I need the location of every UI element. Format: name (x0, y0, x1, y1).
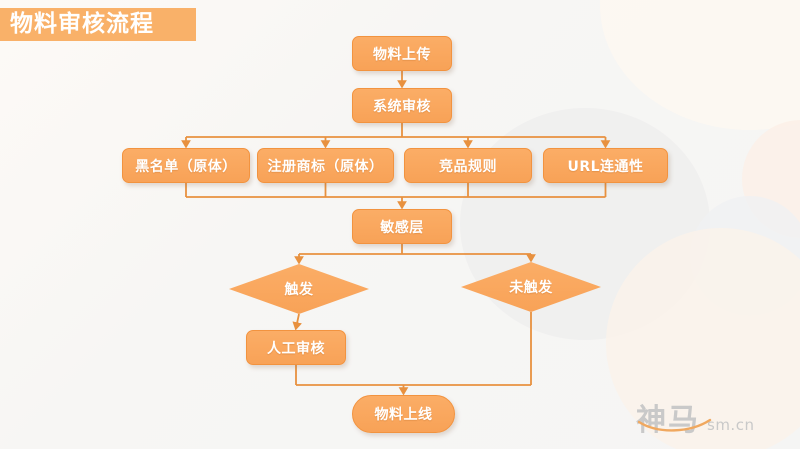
flow-node-manual-review[interactable]: 人工审核 (246, 330, 346, 365)
flow-node-go-live[interactable]: 物料上线 (352, 395, 455, 433)
flow-node-sensitive[interactable]: 敏感层 (352, 209, 452, 244)
flow-node-trademark[interactable]: 注册商标（原体） (257, 148, 394, 183)
page-title-banner: 物料审核流程 (0, 8, 196, 41)
flow-node-label: 物料上线 (374, 407, 433, 423)
flow-node-label: 物料上传 (373, 46, 431, 63)
flow-node-label: 竞品规则 (439, 158, 497, 175)
flow-node-triggered[interactable]: 触发 (229, 264, 369, 314)
flow-node-label: 敏感层 (380, 219, 424, 236)
flow-node-system-review[interactable]: 系统审核 (352, 88, 452, 123)
flow-node-label: 黑名单（原体） (135, 158, 237, 175)
flow-node-label: 触发 (284, 282, 314, 298)
connector-line (292, 313, 302, 331)
flow-node-not-triggered[interactable]: 未触发 (461, 262, 601, 312)
flow-node-label: 注册商标（原体） (267, 158, 384, 175)
flow-node-label: 未触发 (509, 280, 553, 296)
page-title: 物料审核流程 (10, 11, 154, 37)
flow-node-label: URL连通性 (567, 158, 644, 175)
flow-node-label: 人工审核 (267, 340, 325, 357)
flow-node-url[interactable]: URL连通性 (543, 148, 668, 183)
flow-node-blacklist[interactable]: 黑名单（原体） (122, 148, 250, 183)
flow-node-upload[interactable]: 物料上传 (352, 36, 452, 71)
flow-node-competitor[interactable]: 竞品规则 (404, 148, 532, 183)
flow-node-label: 系统审核 (373, 98, 431, 115)
